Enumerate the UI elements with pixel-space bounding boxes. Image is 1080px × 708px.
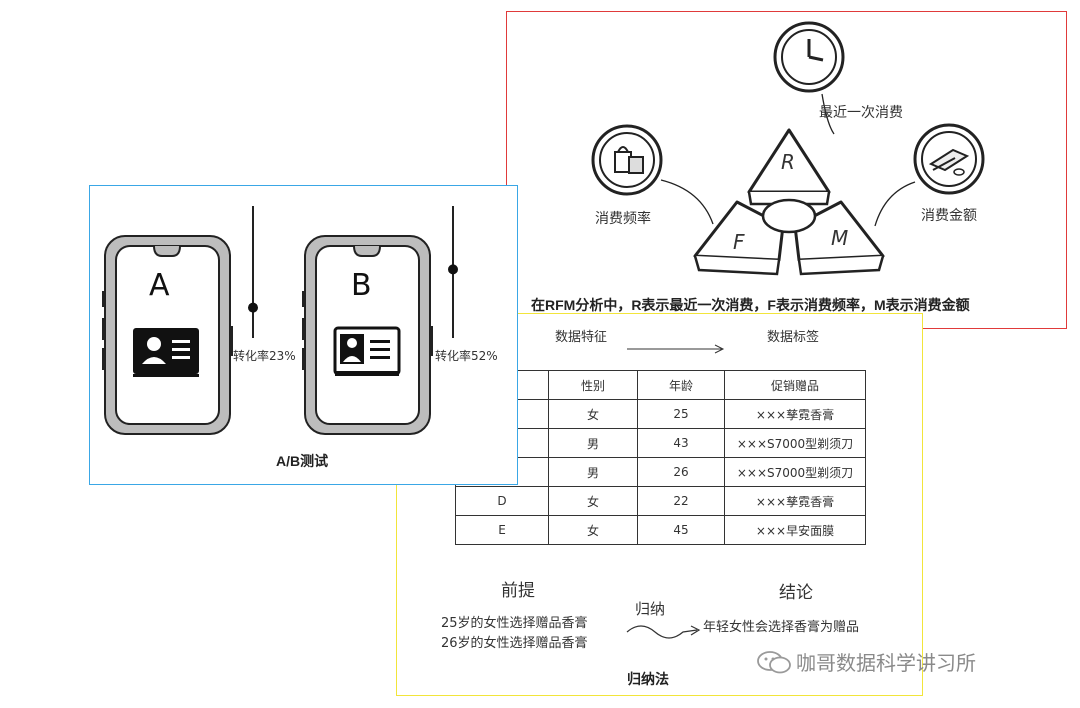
cell-gift: ×××孳霓香膏 [724, 486, 866, 516]
premise-title: 前提 [501, 581, 535, 601]
col-header-gender: 性别 [548, 370, 638, 400]
rate-b: 转化率52% [435, 349, 498, 363]
feature-label: 数据特征 [555, 330, 608, 345]
premise-line-2: 26岁的女性选择赠品香膏 [441, 636, 588, 651]
rfm-pyramid [693, 128, 885, 276]
slider-b-knob [448, 264, 458, 275]
table-row: E 女 45 ×××早安面膜 [455, 515, 866, 545]
conclusion-text: 年轻女性会选择香膏为赠品 [703, 620, 860, 635]
letter-f: F [733, 230, 745, 254]
cell-gift: ×××早安面膜 [724, 515, 866, 545]
phone-b-icon [302, 235, 433, 435]
rfm-panel: 最近一次消费 消费频率 消费金额 R F M 在RFM分析中，R表示最近一次消费… [506, 11, 1067, 329]
cell-gender: 女 [548, 399, 638, 429]
watermark-text: 咖哥数据科学讲习所 [796, 651, 976, 675]
letter-a: A [149, 268, 170, 303]
table-row: D 女 22 ×××孳霓香膏 [455, 486, 866, 516]
letter-b: B [351, 268, 372, 303]
ab-test-panel: A B 转化率23% 转化率52% A/B测试 [89, 185, 518, 485]
wechat-icon [757, 650, 791, 673]
rate-a: 转化率23% [233, 349, 296, 363]
cell-age: 45 [637, 515, 725, 545]
tag-label: 数据标签 [767, 330, 820, 345]
premise-line-1: 25岁的女性选择赠品香膏 [441, 616, 588, 631]
cell-id: E [455, 515, 549, 545]
label-recency: 最近一次消费 [819, 105, 903, 121]
induction-caption: 归纳法 [627, 671, 669, 687]
cell-gender: 男 [548, 428, 638, 458]
arrow-recency [821, 93, 835, 135]
money-icon [913, 123, 985, 195]
ab-illustration [102, 206, 458, 435]
ab-caption: A/B测试 [276, 453, 329, 469]
slider-a [248, 206, 258, 338]
watermark: 咖哥数据科学讲习所 [756, 647, 976, 676]
cell-age: 26 [637, 457, 725, 487]
slider-a-knob [248, 302, 258, 313]
cell-age: 43 [637, 428, 725, 458]
letter-r: R [781, 150, 795, 174]
phone-a-icon [102, 235, 233, 435]
induce-arrow [626, 625, 698, 639]
col-header-age: 年龄 [637, 370, 725, 400]
arrow-frequency [660, 179, 714, 225]
cell-id: D [455, 486, 549, 516]
arrow-monetary [874, 181, 916, 227]
cell-gender: 男 [548, 457, 638, 487]
cell-gift: ×××孳霓香膏 [724, 399, 866, 429]
rfm-caption: 在RFM分析中，R表示最近一次消费，F表示消费频率，M表示消费金额 [531, 297, 970, 313]
cell-gender: 女 [548, 515, 638, 545]
rfm-illustration [591, 21, 985, 276]
clock-icon [773, 21, 845, 93]
slider-b [448, 206, 458, 338]
shopping-bag-icon [591, 124, 663, 196]
cell-gender: 女 [548, 486, 638, 516]
cell-gift: ×××S7000型剃须刀 [724, 457, 866, 487]
table-row: 女 25 ×××孳霓香膏 [455, 399, 866, 429]
label-monetary: 消费金额 [921, 208, 977, 224]
letter-m: M [831, 226, 849, 250]
cell-gift: ×××S7000型剃须刀 [724, 428, 866, 458]
conclusion-title: 结论 [779, 583, 813, 603]
col-header-gift: 促销赠品 [724, 370, 866, 400]
cell-age: 25 [637, 399, 725, 429]
cell-age: 22 [637, 486, 725, 516]
label-frequency: 消费频率 [595, 211, 651, 227]
induce-label: 归纳 [635, 600, 666, 618]
